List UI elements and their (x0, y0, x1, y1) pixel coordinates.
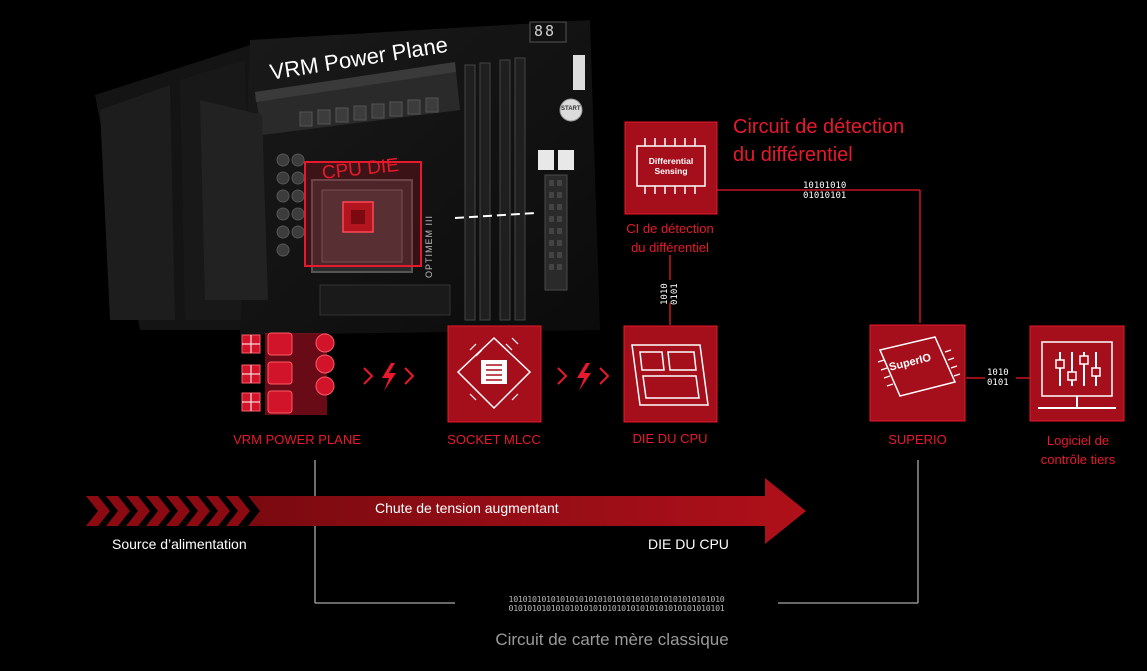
cpu-die-icon (623, 325, 718, 423)
binary-chip-superio-line2: 01010101 (803, 191, 847, 201)
power-flow-icon-1 (363, 363, 415, 391)
footer-caption: Circuit de carte mère classique (495, 630, 729, 649)
software-node-label-line1: Logiciel de (1046, 433, 1110, 448)
board-brand-text: OPTIMEM III (424, 214, 434, 278)
binary-superio-software-line2: 0101 (987, 378, 1009, 388)
differential-circuit-title-line2: du différentiel (733, 144, 853, 166)
binary-vertical-line2: 0101 (670, 283, 680, 305)
superio-node-label: SUPERIO (888, 432, 947, 447)
voltage-drop-arrow (86, 478, 806, 544)
chip-text: Differential Sensing (637, 156, 705, 176)
vrm-power-plane-icon (241, 332, 335, 415)
binary-vertical: 1010 0101 (660, 283, 680, 305)
connection-lines (314, 189, 1030, 604)
software-node-label: Logiciel de contrôle tiers (1019, 431, 1137, 469)
differential-chip-label: CI de détection du différentiel (600, 219, 740, 257)
socket-mlcc-icon (447, 325, 542, 423)
differential-chip-label-line2: du différentiel (631, 240, 709, 255)
power-flow-icon-2 (557, 363, 610, 391)
binary-bottom: 1010101010101010101010101010101010101010… (455, 595, 778, 613)
socket-node-label: SOCKET MLCC (447, 432, 541, 447)
binary-bottom-line1: 1010101010101010101010101010101010101010… (508, 594, 725, 604)
arrow-label: Chute de tension augmentant (375, 500, 559, 516)
differential-chip-label-line1: CI de détection (626, 221, 714, 236)
differential-circuit-title-line1: Circuit de détection (733, 116, 905, 138)
control-software-icon (1029, 325, 1125, 422)
software-node-label-line2: contrôle tiers (1040, 452, 1116, 467)
arrow-start-label: Source d’alimentation (112, 536, 247, 552)
debug-display: 88 (534, 22, 557, 40)
motherboard-image (95, 20, 600, 335)
arrow-end-label: DIE DU CPU (648, 536, 729, 552)
differential-sensing-chip-box (624, 121, 718, 215)
cpu-die-node-label: DIE DU CPU (632, 431, 708, 446)
superio-chip-icon (869, 324, 966, 422)
chip-text-line1: Differential (648, 156, 694, 166)
binary-chip-superio-line1: 10101010 (803, 181, 847, 191)
binary-chip-superio: 10101010 01010101 (803, 181, 846, 201)
binary-superio-software: 1010 0101 (987, 368, 1009, 388)
vrm-node-label: VRM POWER PLANE (233, 432, 361, 447)
binary-bottom-line2: 0101010101010101010101010101010101010101… (508, 603, 725, 613)
binary-vertical-line1: 1010 (660, 283, 670, 305)
start-button-label: START (561, 106, 581, 112)
chip-text-line2: Sensing (654, 166, 688, 176)
binary-superio-software-line1: 1010 (987, 368, 1009, 378)
